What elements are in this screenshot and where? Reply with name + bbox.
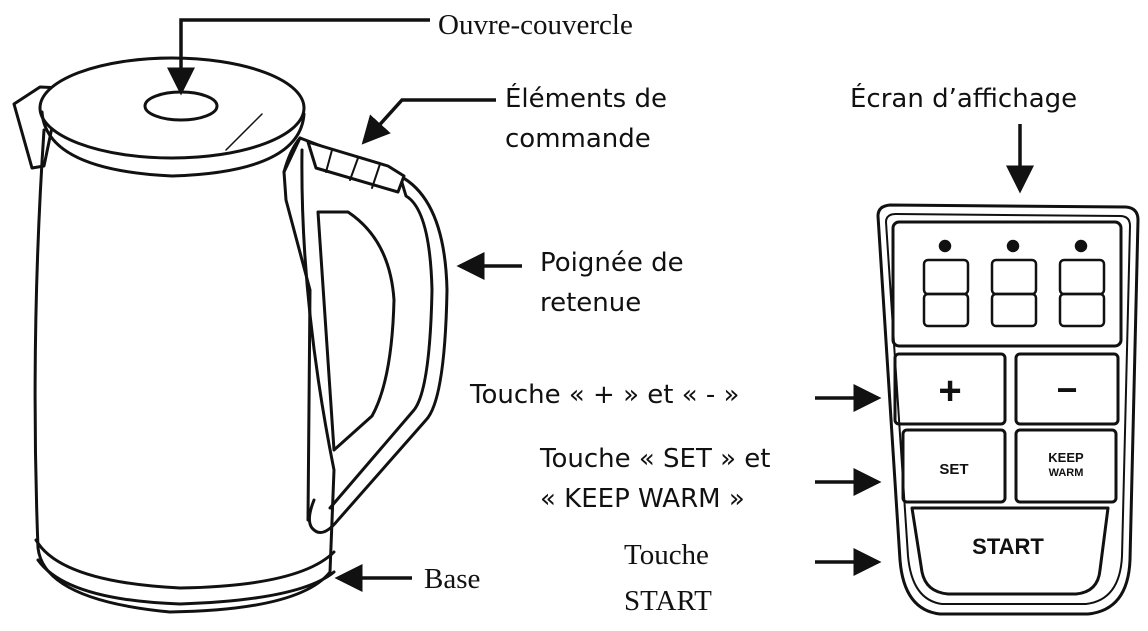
minus-key[interactable] (1014, 352, 1120, 426)
set-key-label: SET (939, 461, 968, 478)
start-key-label: START (972, 534, 1044, 559)
plus-key[interactable] (893, 352, 1007, 426)
label-display-screen: Écran d’affichage (850, 84, 1078, 114)
kettle-control-buttons (306, 140, 406, 194)
label-handle-line1: Poignée de (540, 248, 684, 278)
display-digits-graphic (922, 239, 1106, 328)
label-set-keep-line2: « KEEP WARM » (540, 484, 745, 514)
label-start-line1: Touche (624, 539, 709, 571)
keep-warm-key[interactable] (1014, 428, 1118, 504)
lid-opener-button (143, 90, 219, 122)
label-handle-line2: retenue (540, 288, 642, 318)
panel-outer (876, 203, 1140, 616)
keep-warm-label-line1: KEEP (1048, 450, 1084, 465)
callout-arrows (167, 18, 1034, 592)
plus-key-label: + (938, 369, 961, 413)
label-controls-line2: commande (505, 124, 651, 154)
arrow-controls (361, 98, 496, 145)
start-key[interactable] (910, 506, 1110, 596)
label-start-line2: START (624, 585, 712, 617)
kettle-spout (12, 85, 64, 170)
display-window (891, 220, 1123, 348)
kettle-handle (282, 136, 449, 534)
kettle-body (33, 128, 336, 614)
minus-key-label: − (1056, 369, 1077, 410)
label-controls-line1: Éléments de (505, 84, 667, 114)
set-key[interactable] (901, 428, 1007, 504)
label-base: Base (424, 563, 481, 595)
label-set-keep-line1: Touche « SET » et (540, 444, 771, 474)
label-plus-minus-keys: Touche « + » et « - » (470, 380, 740, 410)
label-lid-opener: Ouvre-couvercle (438, 9, 633, 41)
kettle-base (34, 538, 336, 590)
control-panel (876, 203, 1140, 616)
kettle-illustration (12, 56, 449, 614)
keep-warm-label-line2: WARM (1049, 467, 1084, 479)
arrow-lid-opener (167, 18, 430, 96)
